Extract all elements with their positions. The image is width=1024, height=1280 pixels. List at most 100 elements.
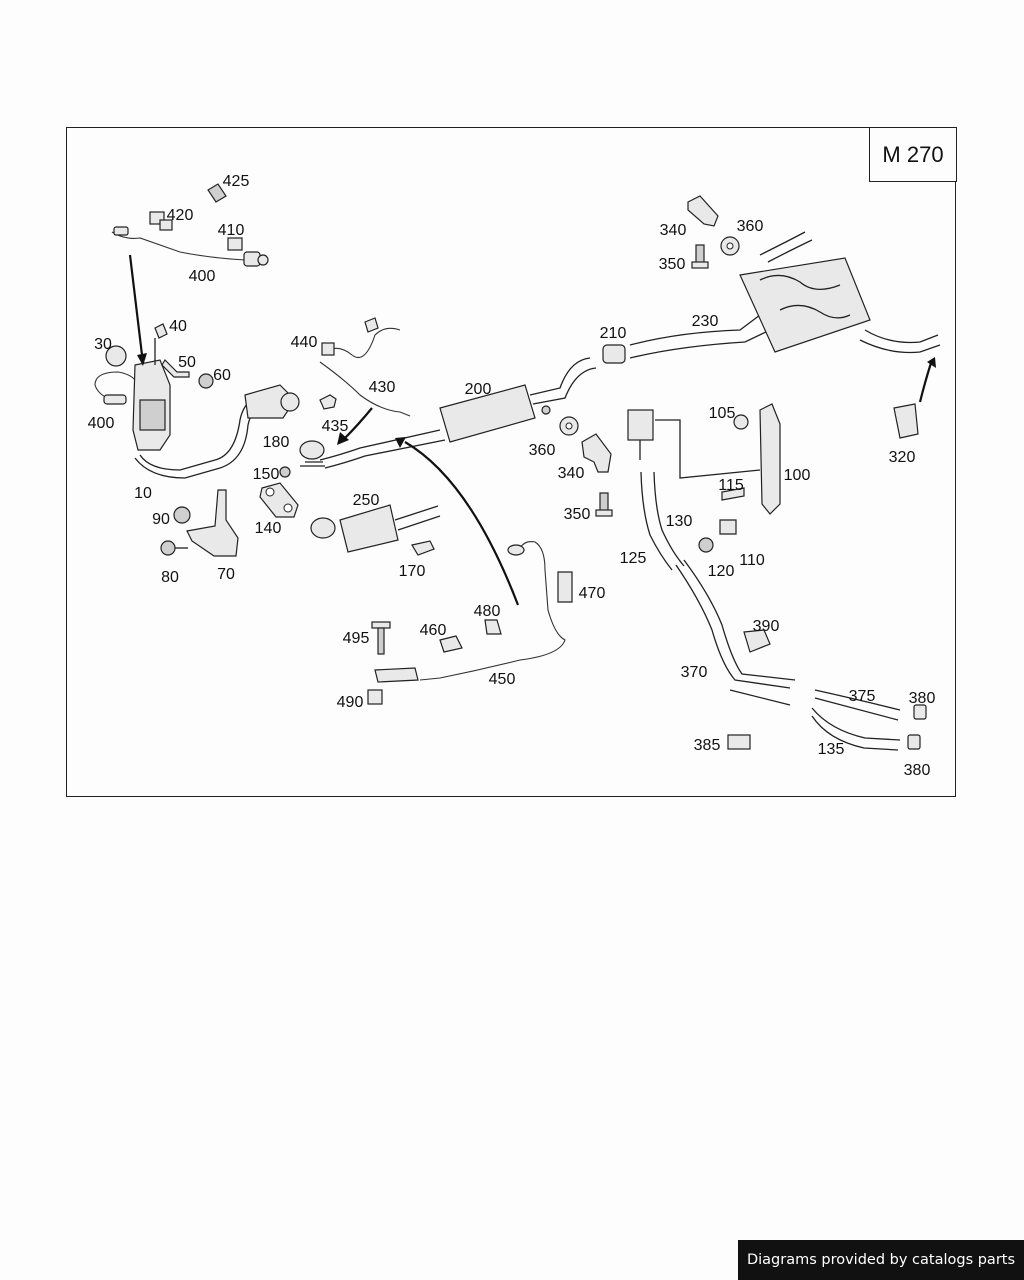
callout-p390: 390: [753, 618, 780, 635]
callout-p70: 70: [217, 566, 235, 583]
callout-p125: 125: [620, 550, 647, 567]
clamp-210: [602, 344, 626, 364]
clip-460: [439, 635, 463, 653]
callout-p385: 385: [694, 737, 721, 754]
callout-p340a: 340: [660, 222, 687, 239]
callout-p230: 230: [692, 313, 719, 330]
callout-p340b: 340: [558, 465, 585, 482]
callout-p400a: 400: [189, 268, 216, 285]
hose-375: [814, 689, 901, 721]
particulate-filter-250: [310, 504, 441, 553]
callout-p140: 140: [255, 520, 282, 537]
hose-125-130: [640, 471, 685, 571]
callout-p30: 30: [94, 336, 112, 353]
callout-p400b: 400: [88, 415, 115, 432]
front-catalytic-converter: [132, 359, 300, 479]
callout-p495: 495: [343, 630, 370, 647]
sensor-wire-450: [374, 541, 566, 683]
callout-p440: 440: [291, 334, 318, 351]
clip-385: [727, 734, 751, 750]
oxygen-sensor-wire-top: [111, 226, 269, 267]
rubber-mount-360-top: [720, 236, 740, 256]
callout-p250: 250: [353, 492, 380, 509]
bolt-495: [371, 621, 391, 655]
hanger-340-top: [687, 195, 719, 227]
oxygen-sensor-400-front: [94, 371, 136, 405]
bracket-50: [161, 359, 190, 378]
callout-p375: 375: [849, 688, 876, 705]
callout-p420: 420: [167, 207, 194, 224]
sensor-wire-430: [319, 317, 411, 417]
nut-60: [198, 373, 214, 389]
clip-170: [411, 540, 435, 556]
credit-badge: Diagrams provided by catalogs parts: [738, 1240, 1024, 1280]
callout-p360b: 360: [529, 442, 556, 459]
clip-390: [743, 629, 771, 653]
callout-p60: 60: [213, 367, 231, 384]
callout-p435: 435: [322, 418, 349, 435]
bracket-470: [557, 571, 573, 603]
clip-425: [207, 183, 227, 203]
clamp-150: [279, 466, 291, 478]
callout-p380a: 380: [909, 690, 936, 707]
callout-p110: 110: [739, 552, 765, 569]
gasket-140: [259, 482, 299, 518]
gasket-30: [105, 345, 127, 367]
clip-480: [484, 619, 502, 635]
pipes-370: [675, 559, 796, 706]
callout-p80: 80: [161, 569, 179, 586]
hose-135: [811, 707, 901, 751]
bolt-80: [160, 540, 188, 556]
stud-40: [154, 323, 168, 365]
callout-p480: 480: [474, 603, 501, 620]
hanger-340-mid: [581, 433, 612, 473]
rear-pipe-230: [629, 231, 941, 359]
callout-p150: 150: [253, 466, 280, 483]
clip-420: [149, 211, 173, 231]
callout-p135: 135: [818, 741, 845, 758]
callout-p210: 210: [600, 325, 627, 342]
pointer-arrows: [128, 254, 936, 606]
rubber-mount-360-mid: [559, 416, 579, 436]
callout-p40: 40: [169, 318, 187, 335]
callout-p170: 170: [399, 563, 426, 580]
callout-p90: 90: [152, 511, 170, 528]
callout-p100: 100: [784, 467, 811, 484]
model-code: M 270: [869, 127, 957, 182]
callout-p120: 120: [708, 563, 735, 580]
sensor-435: [319, 394, 337, 410]
bolt-350-mid: [595, 492, 613, 517]
callout-p460: 460: [420, 622, 447, 639]
callout-p200: 200: [465, 381, 492, 398]
callout-p350a: 350: [659, 256, 686, 273]
clip-410: [227, 237, 243, 251]
callout-p425a: 425: [223, 173, 250, 190]
callout-p105: 105: [709, 405, 736, 422]
callout-p180: 180: [263, 434, 290, 451]
callout-p370: 370: [681, 664, 708, 681]
clamp-180: [299, 440, 325, 467]
nut-490: [367, 689, 383, 705]
callout-p320: 320: [889, 449, 916, 466]
callout-p430: 430: [369, 379, 396, 396]
callout-p450: 450: [489, 671, 516, 688]
callout-p380b: 380: [904, 762, 931, 779]
callout-p360a: 360: [737, 218, 764, 235]
callout-p350b: 350: [564, 506, 591, 523]
pressure-sensor-assembly: [627, 403, 781, 553]
callout-p130: 130: [666, 513, 693, 530]
bolt-350-top: [691, 244, 709, 269]
diagram-frame: [66, 127, 956, 797]
callout-p410: 410: [218, 222, 245, 239]
callout-p50: 50: [178, 354, 196, 371]
heat-shield-320: [893, 403, 919, 439]
callout-p115: 115: [718, 477, 744, 494]
callout-p470: 470: [579, 585, 606, 602]
callout-p10: 10: [134, 485, 152, 502]
clamp-380-bottom: [907, 734, 921, 750]
bolt-90: [173, 506, 191, 524]
callout-p490: 490: [337, 694, 364, 711]
